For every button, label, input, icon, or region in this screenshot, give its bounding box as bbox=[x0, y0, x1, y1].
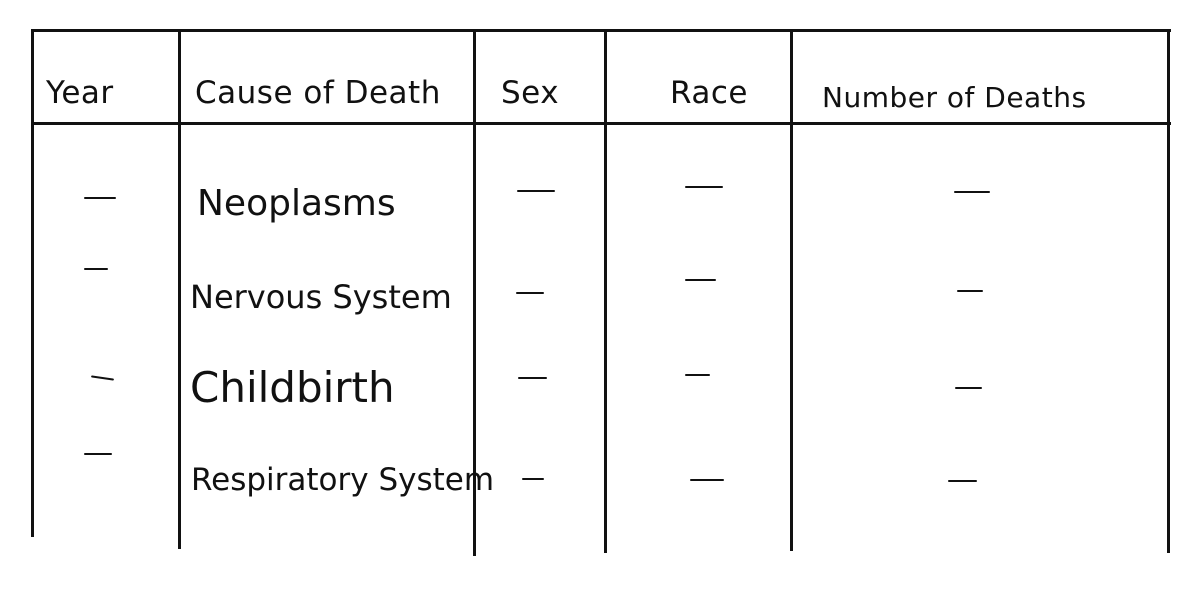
column-divider-sex-race bbox=[604, 29, 607, 553]
year-empty-dash bbox=[84, 197, 116, 199]
column-divider-cause-sex bbox=[473, 29, 476, 556]
race-empty-dash bbox=[685, 374, 710, 376]
number-empty-dash bbox=[954, 191, 990, 193]
header-number-of-deaths: Number of Deaths bbox=[822, 81, 1087, 114]
column-divider-race-number bbox=[790, 29, 793, 551]
column-divider-right bbox=[1167, 29, 1170, 553]
sex-empty-dash bbox=[522, 478, 544, 480]
number-empty-dash bbox=[955, 387, 982, 389]
race-empty-dash bbox=[690, 479, 724, 481]
race-empty-dash bbox=[685, 279, 716, 281]
cause-nervous-system: Nervous System bbox=[190, 278, 452, 316]
cause-respiratory-system: Respiratory System bbox=[191, 462, 495, 498]
year-empty-dash bbox=[84, 268, 108, 270]
number-empty-dash bbox=[957, 290, 983, 292]
column-divider-left bbox=[31, 29, 34, 537]
race-empty-dash bbox=[685, 186, 723, 188]
year-empty-dash bbox=[84, 453, 112, 455]
header-race: Race bbox=[670, 75, 748, 111]
header-cause-of-death: Cause of Death bbox=[195, 75, 441, 111]
year-empty-dash bbox=[90, 375, 115, 381]
cause-neoplasms: Neoplasms bbox=[197, 183, 396, 224]
table-top-border bbox=[31, 29, 1171, 32]
sex-empty-dash bbox=[516, 292, 544, 294]
header-divider bbox=[31, 122, 1171, 125]
number-empty-dash bbox=[948, 480, 977, 482]
header-year: Year bbox=[46, 75, 114, 111]
column-divider-year-cause bbox=[178, 29, 181, 549]
cause-childbirth: Childbirth bbox=[190, 363, 395, 412]
header-sex: Sex bbox=[501, 75, 560, 111]
sex-empty-dash bbox=[518, 377, 547, 379]
sex-empty-dash bbox=[517, 190, 555, 192]
